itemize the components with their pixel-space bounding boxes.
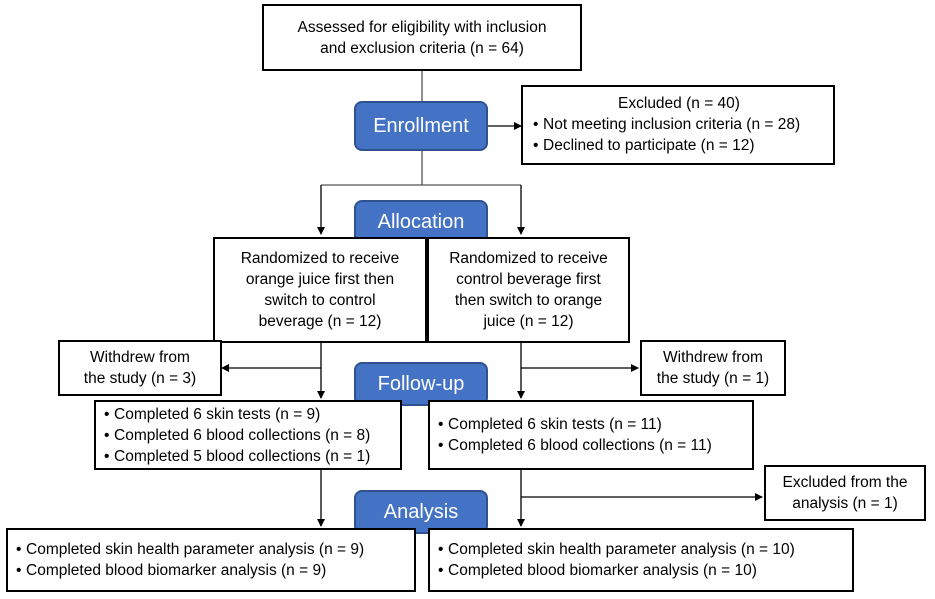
followup-b-item: •Completed 6 skin tests (n = 11) <box>438 416 662 433</box>
stage-allocation: Allocation <box>354 200 488 244</box>
excluded-item: •Declined to participate (n = 12) <box>533 137 755 154</box>
excluded-analysis-line: analysis (n = 1) <box>792 495 898 512</box>
withdrew-b-box: Withdrew from the study (n = 1) <box>640 340 786 396</box>
assessed-line-1: Assessed for eligibility with inclusion <box>297 18 547 36</box>
randomized-b-box: Randomized to receive control beverage f… <box>427 237 630 343</box>
randomized-a-line: beverage (n = 12) <box>258 313 382 330</box>
randomized-a-line: orange juice first then <box>245 271 395 288</box>
excluded-analysis-box: Excluded from the analysis (n = 1) <box>764 465 926 521</box>
assessed-box: Assessed for eligibility with inclusion … <box>262 4 582 71</box>
randomized-a-box: Randomized to receive orange juice first… <box>213 237 427 343</box>
stage-analysis: Analysis <box>354 490 488 534</box>
stage-enrollment: Enrollment <box>354 101 488 151</box>
withdrew-b-line: Withdrew from <box>663 349 763 366</box>
randomized-b-line: then switch to orange <box>454 292 603 309</box>
stage-followup-label: Follow-up <box>377 372 465 395</box>
followup-a-item: •Completed 6 skin tests (n = 9) <box>104 405 321 423</box>
randomized-b-line: control beverage first <box>456 271 601 288</box>
analysis-b-item: •Completed blood biomarker analysis (n =… <box>438 562 757 579</box>
randomized-a-line: switch to control <box>264 292 376 309</box>
randomized-b-line: Randomized to receive <box>449 250 608 267</box>
withdrew-b-line: the study (n = 1) <box>656 370 770 387</box>
followup-a-item: •Completed 5 blood collections (n = 1) <box>104 447 371 465</box>
randomized-b-line: juice (n = 12) <box>483 313 574 330</box>
followup-b-box: •Completed 6 skin tests (n = 11) •Comple… <box>428 400 754 470</box>
analysis-b-item: •Completed skin health parameter analysi… <box>438 541 795 558</box>
stage-allocation-label: Allocation <box>377 210 465 233</box>
stage-analysis-label: Analysis <box>383 500 459 523</box>
excluded-item: •Not meeting inclusion criteria (n = 28) <box>533 116 801 133</box>
excluded-analysis-line: Excluded from the <box>782 474 908 491</box>
excluded-box: Excluded (n = 40) •Not meeting inclusion… <box>521 85 835 165</box>
withdrew-a-box: Withdrew from the study (n = 3) <box>58 340 222 396</box>
stage-followup: Follow-up <box>354 362 488 406</box>
analysis-a-item: •Completed skin health parameter analysi… <box>16 541 365 558</box>
withdrew-a-line: the study (n = 3) <box>83 370 197 387</box>
analysis-a-box: •Completed skin health parameter analysi… <box>6 528 416 592</box>
excluded-title: Excluded (n = 40) <box>618 95 740 112</box>
analysis-a-item: •Completed blood biomarker analysis (n =… <box>16 562 327 579</box>
withdrew-a-line: Withdrew from <box>90 349 190 366</box>
stage-enrollment-label: Enrollment <box>373 114 469 137</box>
randomized-a-line: Randomized to receive <box>240 250 400 267</box>
analysis-b-box: •Completed skin health parameter analysi… <box>428 528 854 592</box>
followup-a-box: •Completed 6 skin tests (n = 9) •Complet… <box>94 400 402 470</box>
followup-a-item: •Completed 6 blood collections (n = 8) <box>104 426 371 444</box>
followup-b-item: •Completed 6 blood collections (n = 11) <box>438 437 712 454</box>
assessed-line-2: and exclusion criteria (n = 64) <box>320 39 524 57</box>
